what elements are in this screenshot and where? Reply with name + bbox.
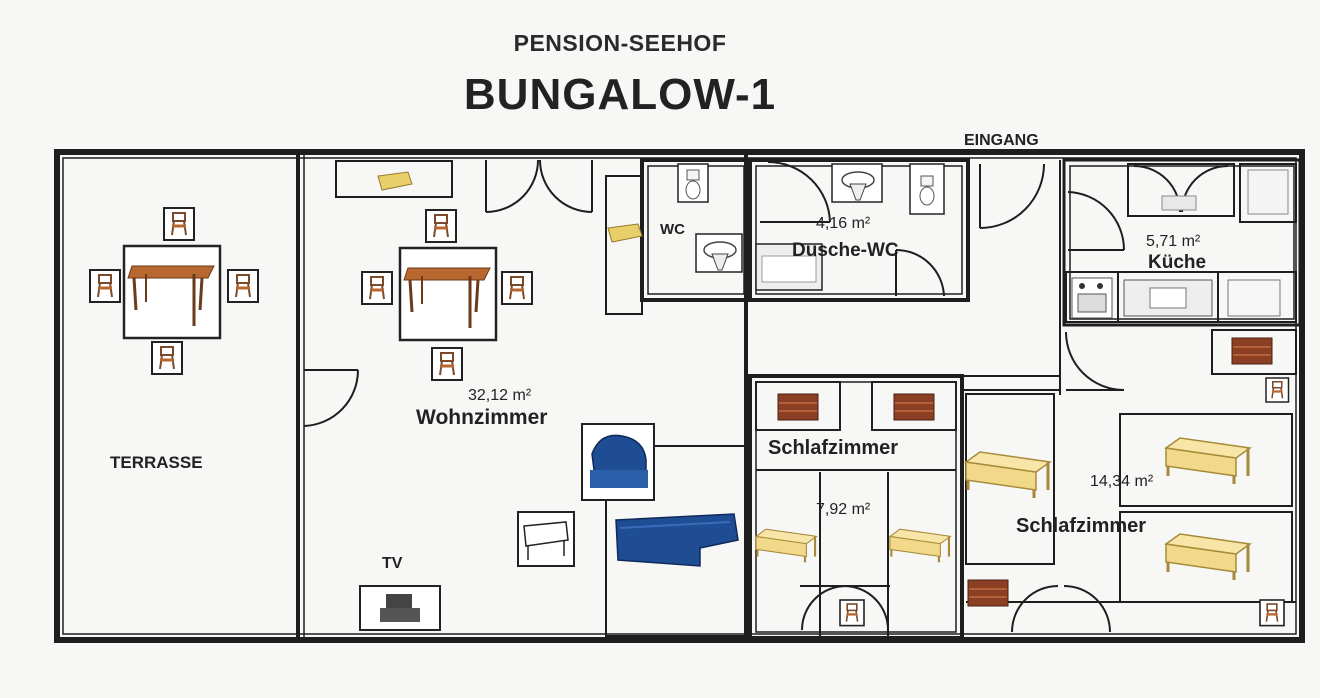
plan-title: BUNGALOW-1 xyxy=(463,70,777,119)
wohnzimmer-area: 32,12 m² xyxy=(468,387,532,404)
kueche-area: 5,71 m² xyxy=(1146,233,1201,250)
terrace-dining-set xyxy=(88,206,260,376)
entrance-label: EINGANG xyxy=(964,132,1039,149)
wohnzimmer-label: Wohnzimmer xyxy=(416,406,547,429)
plan-subtitle: PENSION-SEEHOF xyxy=(513,30,727,56)
dusche-fixtures xyxy=(755,163,945,291)
schlafzimmer-2-label: Schlafzimmer xyxy=(1016,515,1146,537)
bedroom-1-furniture xyxy=(754,381,957,627)
kitchen-appliances xyxy=(1071,169,1289,319)
tv-label: TV xyxy=(382,555,403,572)
armchair-icon xyxy=(581,423,655,501)
wc-fixtures xyxy=(677,163,743,273)
sofa-icon xyxy=(615,513,739,567)
schlafzimmer-2-area: 14,34 m² xyxy=(1090,473,1154,490)
dusche-label: Dusche-WC xyxy=(792,240,899,261)
schlafzimmer-1-label: Schlafzimmer xyxy=(768,437,898,459)
kueche-label: Küche xyxy=(1148,252,1206,273)
coffee-table-icon xyxy=(517,511,575,567)
tv-icon xyxy=(359,585,441,631)
wc-label: WC xyxy=(660,221,685,238)
living-dining-set xyxy=(360,208,534,382)
dusche-area: 4,16 m² xyxy=(816,215,871,232)
schlafzimmer-1-area: 7,92 m² xyxy=(816,501,871,518)
terrace-label: TERRASSE xyxy=(110,453,203,472)
doors xyxy=(303,159,1229,633)
